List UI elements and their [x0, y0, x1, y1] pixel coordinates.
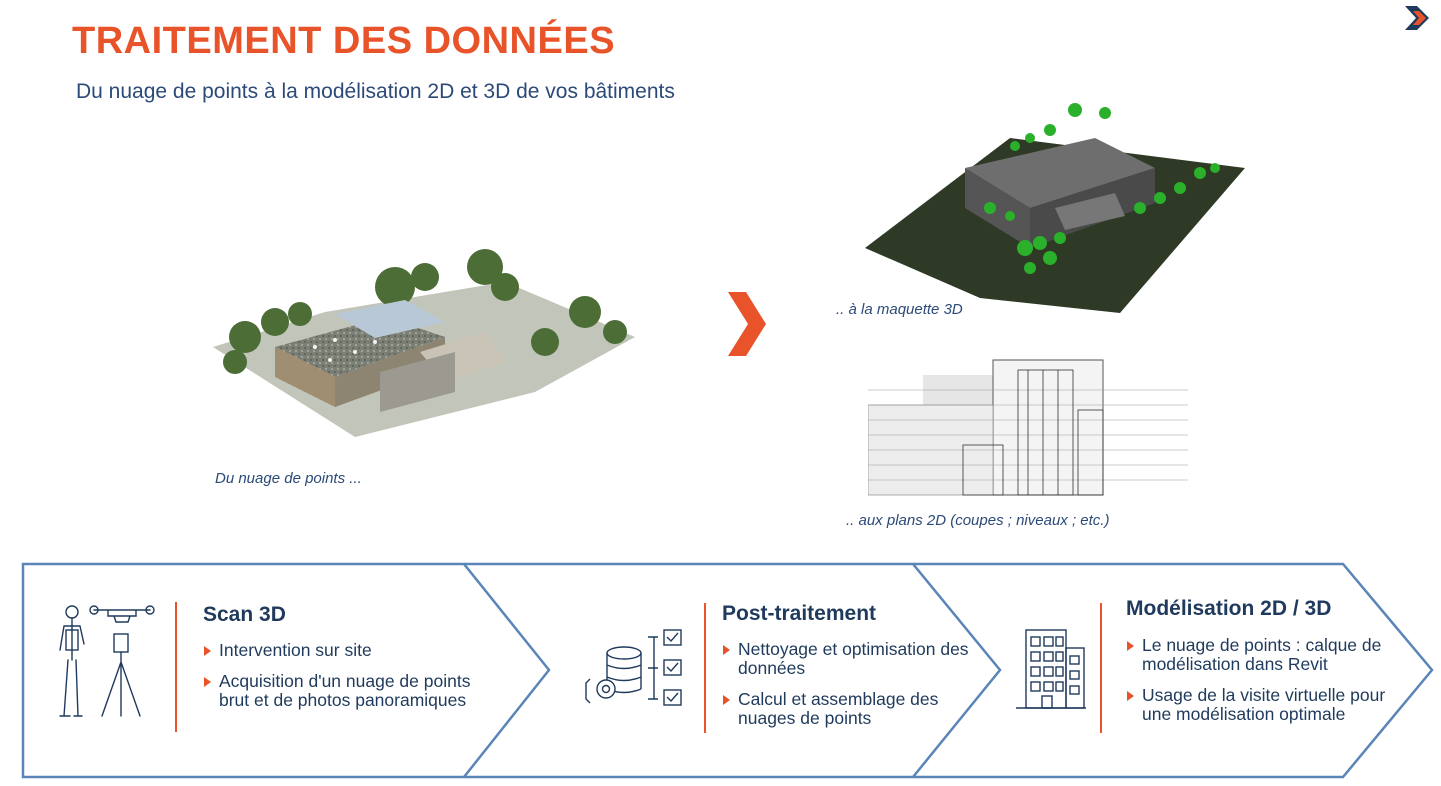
- bullet-arrow-icon: [723, 695, 730, 705]
- bullet-arrow-icon: [723, 645, 730, 655]
- surveyor-drone-scanner-icon: [59, 605, 155, 717]
- plan-2d-image: [868, 359, 1188, 496]
- stage-title-post: Post-traitement: [722, 602, 877, 625]
- next-chevron-icon: [728, 292, 766, 356]
- point-cloud-image: [213, 249, 635, 437]
- stage-divider: [175, 602, 177, 732]
- stage-title-model: Modélisation 2D / 3D: [1126, 597, 1332, 620]
- brand-logo-icon: [1405, 6, 1429, 30]
- list-item: Calcul et assemblage des nuages de point…: [722, 690, 977, 728]
- caption-point-cloud: Du nuage de points ...: [215, 470, 362, 487]
- page-subtitle: Du nuage de points à la modélisation 2D …: [76, 80, 675, 103]
- stage-bullets-post: Nettoyage et optimisation des données Ca…: [722, 640, 977, 740]
- stage-title-scan: Scan 3D: [203, 603, 286, 626]
- bullet-arrow-icon: [1127, 641, 1134, 651]
- model-3d-image: [865, 103, 1245, 313]
- bullet-arrow-icon: [204, 646, 211, 656]
- bullet-arrow-icon: [1127, 691, 1134, 701]
- caption-plans-2d: .. aux plans 2D (coupes ; niveaux ; etc.…: [846, 512, 1110, 529]
- bullet-arrow-icon: [204, 677, 211, 687]
- list-item: Usage de la visite virtuelle pour une mo…: [1126, 686, 1401, 724]
- list-item: Nettoyage et optimisation des données: [722, 640, 977, 678]
- list-item: Acquisition d'un nuage de points brut et…: [203, 672, 493, 710]
- building-icon: [1016, 629, 1086, 709]
- page-title: TRAITEMENT DES DONNÉES: [72, 20, 616, 62]
- stage-divider: [1100, 603, 1102, 733]
- database-gear-checklist-icon: [585, 629, 682, 706]
- list-item: Intervention sur site: [203, 641, 493, 660]
- stage-divider: [704, 603, 706, 733]
- stage-bullets-model: Le nuage de points : calque de modélisat…: [1126, 636, 1401, 736]
- list-item: Le nuage de points : calque de modélisat…: [1126, 636, 1401, 674]
- caption-model-3d: .. à la maquette 3D: [836, 301, 963, 318]
- stage-bullets-scan: Intervention sur site Acquisition d'un n…: [203, 641, 493, 722]
